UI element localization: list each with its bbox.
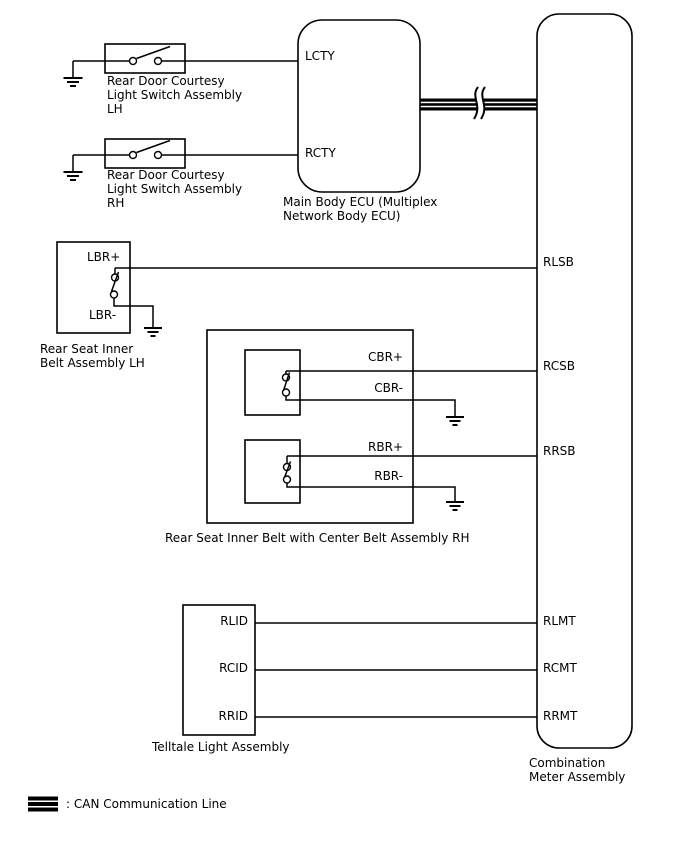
caption-belt-lh: Rear Seat Inner Belt Assembly LH bbox=[40, 342, 145, 370]
rbr-switch-symbol bbox=[282, 461, 292, 484]
rcty-wire bbox=[72, 154, 298, 171]
pin-label-rrsb: RRSB bbox=[543, 444, 576, 458]
caption-lh-courtesy-switch: Rear Door Courtesy Light Switch Assembly… bbox=[107, 74, 243, 116]
lh-courtesy-switch-box bbox=[104, 43, 186, 74]
rear-seat-belt-rh-box bbox=[206, 329, 414, 524]
combination-meter-box bbox=[536, 13, 633, 749]
pin-label-rlsb: RLSB bbox=[543, 255, 574, 269]
lbr-plus-wire bbox=[114, 267, 537, 274]
legend-can-label: : CAN Communication Line bbox=[66, 797, 227, 811]
pin-label-rrid: RRID bbox=[218, 709, 248, 723]
pin-label-rcid: RCID bbox=[219, 661, 248, 675]
caption-belt-rh: Rear Seat Inner Belt with Center Belt As… bbox=[165, 531, 470, 545]
ground-symbol-lbr bbox=[144, 327, 162, 337]
pin-label-rbr-minus: RBR- bbox=[374, 469, 403, 483]
cbr-switch-symbol bbox=[281, 372, 291, 397]
caption-combination-meter: Combination Meter Assembly bbox=[529, 756, 626, 784]
pin-label-cbr-plus: CBR+ bbox=[367, 350, 403, 364]
pin-label-rcsb: RCSB bbox=[543, 359, 575, 373]
rear-belt-switch-box bbox=[244, 439, 301, 504]
can-line-legend-symbol bbox=[28, 796, 58, 812]
pin-label-lbr-plus: LBR+ bbox=[87, 250, 121, 264]
telltale-light-box bbox=[182, 604, 256, 736]
pin-label-rrmt: RRMT bbox=[543, 709, 578, 723]
rh-courtesy-switch-symbol bbox=[128, 139, 171, 160]
pin-label-cbr-minus: CBR- bbox=[374, 381, 403, 395]
can-communication-line bbox=[420, 85, 537, 121]
cbr-minus-wire bbox=[285, 396, 456, 416]
lbr-switch-symbol bbox=[109, 271, 120, 299]
lbr-minus-wire bbox=[113, 298, 154, 327]
lh-courtesy-switch-symbol bbox=[128, 45, 171, 66]
main-body-ecu-box bbox=[297, 19, 421, 193]
ground-symbol-rbr bbox=[446, 501, 464, 511]
center-belt-switch-box bbox=[244, 349, 301, 416]
lcty-wire bbox=[72, 60, 298, 77]
ground-symbol-rh-courtesy bbox=[63, 171, 83, 181]
pin-label-rcmt: RCMT bbox=[543, 661, 577, 675]
ground-symbol-lh-courtesy bbox=[63, 77, 83, 87]
pin-label-rlmt: RLMT bbox=[543, 614, 576, 628]
pin-label-rcty: RCTY bbox=[305, 146, 336, 160]
caption-telltale: Telltale Light Assembly bbox=[152, 740, 290, 754]
pin-label-lbr-minus: LBR- bbox=[89, 308, 117, 322]
pin-label-rbr-plus: RBR+ bbox=[368, 440, 403, 454]
pin-label-lcty: LCTY bbox=[305, 49, 335, 63]
rear-seat-belt-lh-box bbox=[56, 241, 131, 334]
rbr-plus-wire bbox=[286, 455, 537, 463]
rbr-minus-wire bbox=[286, 483, 456, 501]
ground-symbol-cbr bbox=[446, 416, 464, 426]
caption-main-body-ecu: Main Body ECU (Multiplex Network Body EC… bbox=[283, 195, 438, 223]
pin-label-rlid: RLID bbox=[220, 614, 248, 628]
wire-break-symbol bbox=[473, 85, 486, 121]
rh-courtesy-switch-box bbox=[104, 138, 186, 169]
caption-rh-courtesy-switch: Rear Door Courtesy Light Switch Assembly… bbox=[107, 168, 243, 210]
